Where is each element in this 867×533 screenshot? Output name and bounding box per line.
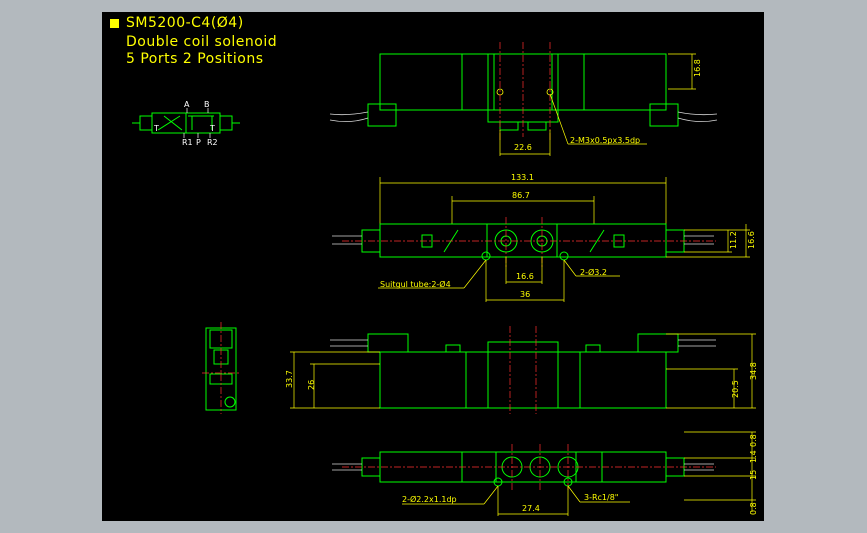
dim-tube: Suitgul tube:2-Ø4 xyxy=(380,279,451,289)
dim-1-4: 1.4 xyxy=(749,450,758,463)
port-r1-label: R1 xyxy=(182,138,193,147)
cad-viewport[interactable]: SM5200-C4(Ø4) Double coil solenoid 5 Por… xyxy=(102,12,764,521)
top-view: 133.1 86.7 xyxy=(332,173,756,302)
elevation-view: 33.7 26 20.5 34.8 xyxy=(285,326,758,414)
front-view: 16.8 22.6 2-M3x0.5px3.5dp xyxy=(329,42,718,156)
dim-34-8: 34.8 xyxy=(749,362,758,380)
port-b-label: B xyxy=(204,100,210,109)
dim-phi3-2: 2-Ø3.2 xyxy=(580,267,607,277)
dim-22-6: 22.6 xyxy=(514,143,532,152)
dim-16-6-right: 16.6 xyxy=(747,231,756,249)
dim-27-4: 27.4 xyxy=(522,504,540,513)
bottom-view: 0.8 1.4 15 0.8 2-Ø2.2x1.1dp 3-Rc1/8" 27.… xyxy=(332,431,758,516)
port-a-label: A xyxy=(184,100,190,109)
dim-86-7: 86.7 xyxy=(512,191,530,200)
dim-33-7: 33.7 xyxy=(285,370,294,388)
t-left-label: T xyxy=(153,124,159,133)
title-description: Double coil solenoid xyxy=(126,34,278,50)
dim-15: 15 xyxy=(749,470,758,480)
dim-11-2: 11.2 xyxy=(729,231,738,249)
title-model: SM5200-C4(Ø4) xyxy=(126,15,244,31)
drawing-canvas: A B R1 P R2 T T xyxy=(132,42,758,516)
dim-26: 26 xyxy=(307,380,316,390)
dim-20-5: 20.5 xyxy=(731,380,740,398)
t-right-label: T xyxy=(209,124,215,133)
side-view xyxy=(202,322,240,414)
dim-m3: 2-M3x0.5px3.5dp xyxy=(570,136,640,145)
title-marker xyxy=(110,19,119,28)
dim-0-8-bottom: 0.8 xyxy=(749,502,758,515)
port-r2-label: R2 xyxy=(207,138,218,147)
dim-0-8-top: 0.8 xyxy=(749,434,758,447)
dim-16-6-bottom: 16.6 xyxy=(516,272,534,281)
dim-36: 36 xyxy=(520,290,530,299)
port-p-label: P xyxy=(196,138,201,147)
dim-phi2-2: 2-Ø2.2x1.1dp xyxy=(402,494,457,504)
dim-133-1: 133.1 xyxy=(511,173,534,182)
title-ports: 5 Ports 2 Positions xyxy=(126,51,264,67)
valve-symbol: A B R1 P R2 T T xyxy=(132,100,240,147)
dim-rc: 3-Rc1/8" xyxy=(584,493,619,502)
dim-16-8: 16.8 xyxy=(693,59,702,77)
